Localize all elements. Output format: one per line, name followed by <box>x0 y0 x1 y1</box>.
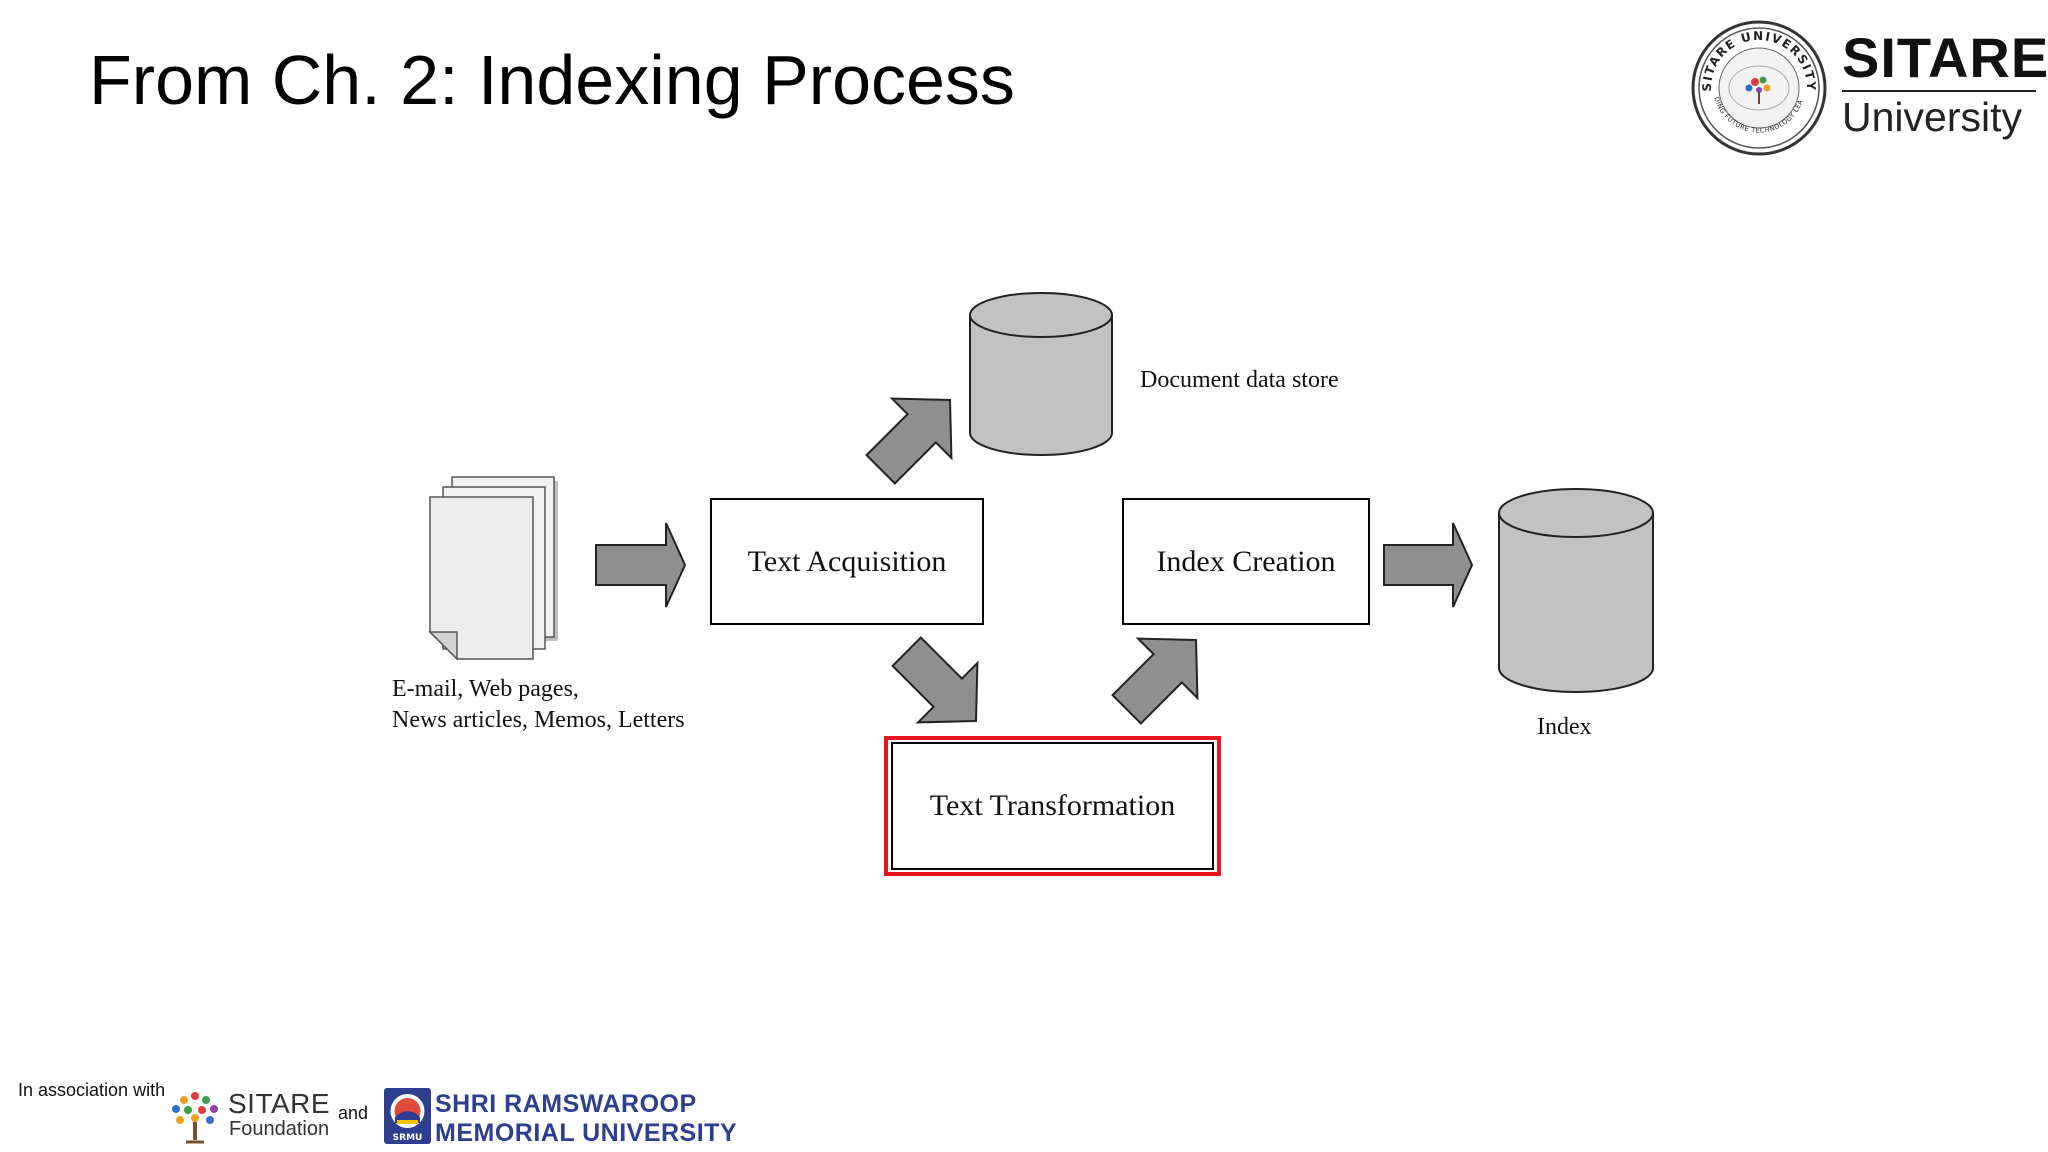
arrow-transformation-to-index-creation <box>1111 637 1199 725</box>
index-creation-box: Index Creation <box>1122 498 1370 625</box>
sources-label-line1: E-mail, Web pages, <box>392 676 579 702</box>
brand-divider <box>1842 90 2036 92</box>
srmu-wordmark: SHRI RAMSWAROOP MEMORIAL UNIVERSITY <box>435 1090 737 1148</box>
arrow-index-creation-to-index <box>1383 522 1474 608</box>
index-label: Index <box>1537 714 1592 740</box>
srmu-emblem-icon: SRMU <box>384 1088 431 1144</box>
text-acquisition-box: Text Acquisition <box>710 498 984 625</box>
document-store-label: Document data store <box>1140 367 1339 393</box>
srmu-line2: MEMORIAL UNIVERSITY <box>435 1119 738 1147</box>
arrow-acquisition-to-transformation <box>891 636 979 724</box>
slide-title: From Ch. 2: Indexing Process <box>89 41 1015 119</box>
arrow-sources-to-acquisition <box>595 522 687 608</box>
sources-label: E-mail, Web pages, News articles, Memos,… <box>392 674 685 736</box>
brand-subtitle: University <box>1842 94 2022 140</box>
sitare-foundation-wordmark: SITARE Foundation <box>228 1088 331 1141</box>
footer-and-text: and <box>338 1103 369 1123</box>
document-stack-icon <box>428 476 558 661</box>
document-store-cylinder-icon <box>969 292 1113 456</box>
index-cylinder-icon <box>1498 488 1654 693</box>
srmu-line1: SHRI RAMSWAROOP <box>435 1090 697 1118</box>
text-transformation-box: Text Transformation <box>891 742 1214 870</box>
highlight-frame <box>884 736 1221 876</box>
university-wordmark: SITARE University <box>1842 30 2048 139</box>
srmu-abbrev-text: SRMU <box>393 1133 423 1143</box>
brand-name: SITARE <box>1842 26 2048 89</box>
sitare-foundation-sub: Foundation <box>229 1118 330 1140</box>
footer-association-text: In association with <box>18 1080 166 1100</box>
university-seal-logo: SITARE UNIVERSITY BUILDING FUTURE TECHNO… <box>1689 18 1827 156</box>
sitare-foundation-name: SITARE <box>228 1088 331 1119</box>
sources-label-line2: News articles, Memos, Letters <box>392 707 685 733</box>
sitare-foundation-tree-icon <box>172 1092 218 1144</box>
arrow-acquisition-to-document-store <box>865 397 953 485</box>
